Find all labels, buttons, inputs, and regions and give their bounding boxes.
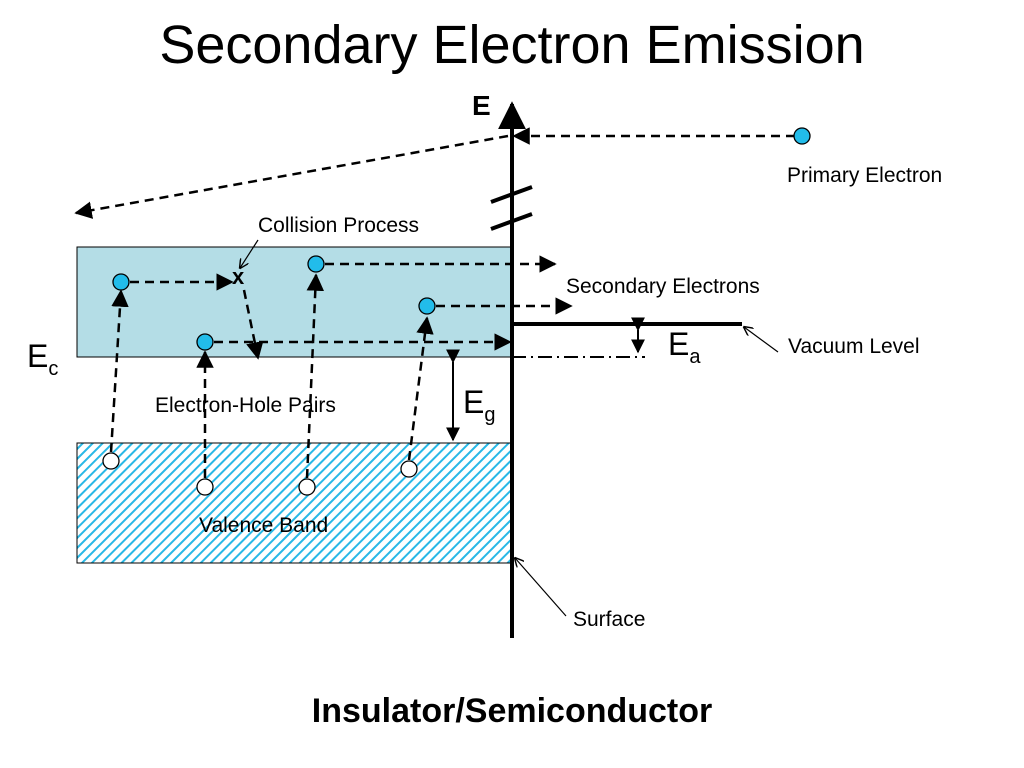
electron [112,273,130,291]
primary-electron [793,127,811,145]
collision-leader [240,239,259,268]
vacuum-level-label: Vacuum Level [788,335,920,358]
surface-label: Surface [573,608,646,631]
vacuum-level-leader [744,327,779,353]
electron [418,297,436,315]
axis-break-mark [490,185,533,204]
collision-scatter-path [242,289,264,360]
collision-mark: x [232,264,245,289]
ec-symbol: Ec [27,338,59,380]
electron [196,333,214,351]
hole [196,478,214,496]
axis-break-mark [490,212,533,231]
excitation-path [109,289,129,453]
hole [298,478,316,496]
collision-process-label: Collision Process [258,214,420,237]
excitation-path [407,316,434,461]
hole [102,452,120,470]
primary-electron-label: Primary Electron [787,164,943,187]
page-title: Secondary Electron Emission [159,15,865,75]
valence-band [76,442,513,564]
electron [307,255,325,273]
valence-band-label: Valence Band [199,514,329,537]
secondary-electrons-label: Secondary Electrons [566,275,760,298]
electron-hole-pairs-label: Electron-Hole Pairs [155,394,336,417]
eg-symbol: Eg [463,384,496,426]
diagram-caption: Insulator/Semiconductor [311,692,713,730]
ea-symbol: Ea [668,326,701,368]
backscatter-path [74,134,509,219]
conduction-band [76,246,513,358]
energy-axis-label: E [472,90,491,121]
surface-leader [515,558,567,617]
hole [400,460,418,478]
excitation-path [305,273,325,479]
